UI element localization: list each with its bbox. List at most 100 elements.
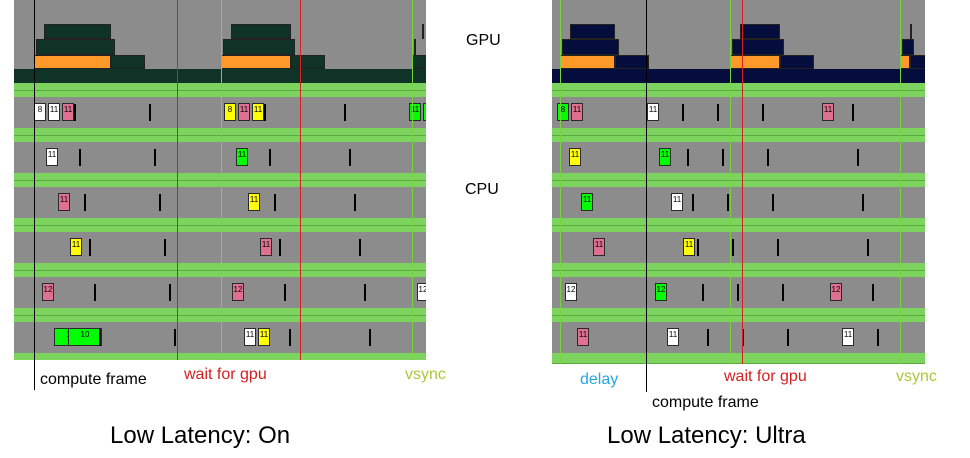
lane-separator-left-end xyxy=(14,353,426,360)
compute-frame-line-right-4 xyxy=(646,0,647,364)
gpu-frame-orange-right-0 xyxy=(560,55,615,69)
sync-tick-left-1-3 xyxy=(349,149,351,166)
cpu-task-block-left-2-1: 11 xyxy=(248,193,260,211)
cpu-task-block-left-5-1: 11 xyxy=(244,328,256,346)
vsync-line-right-1 xyxy=(730,0,731,364)
sync-tick-right-1-3 xyxy=(857,149,859,166)
gpu-queue-tail-right-2 xyxy=(910,55,925,69)
lane-separator-left-5 xyxy=(14,308,426,322)
gpu-queue-mid-left-2 xyxy=(414,39,416,55)
sync-tick-right-2-0 xyxy=(692,194,694,211)
gpu-frame-orange-right-2 xyxy=(900,55,910,69)
vsync-line-right-2 xyxy=(900,0,901,364)
cpu-task-block-right-1-0: 11 xyxy=(569,148,581,166)
compute-frame-marker-left xyxy=(34,360,35,390)
wait-for-gpu-line-left-4 xyxy=(300,0,301,360)
gpu-queue-top-left-0 xyxy=(44,24,111,39)
gpu-queue-top-left-1 xyxy=(231,24,291,39)
title-low-latency-ultra: Low Latency: Ultra xyxy=(607,422,806,449)
lane-separator-right-3 xyxy=(552,218,925,232)
sync-tick-left-0-2 xyxy=(264,104,266,121)
sync-tick-right-0-0 xyxy=(682,104,684,121)
lane-separator-left-3 xyxy=(14,218,426,232)
cpu-label: CPU xyxy=(465,181,499,198)
lane-separator-right-4 xyxy=(552,263,925,277)
sync-tick-left-0-0 xyxy=(74,104,76,121)
sync-tick-left-2-0 xyxy=(84,194,86,211)
sync-tick-left-0-3 xyxy=(344,104,346,121)
vsync-line-left-2 xyxy=(412,0,413,360)
wait-for-gpu-line-right-3 xyxy=(742,0,743,364)
cpu-task-block-left-5-4: 11 xyxy=(258,328,270,346)
sync-tick-right-3-2 xyxy=(777,239,779,256)
gpu-queue-tail-right-1 xyxy=(780,55,814,69)
sync-tick-right-4-3 xyxy=(872,284,874,301)
sync-tick-right-1-0 xyxy=(687,149,689,166)
sync-tick-left-5-2 xyxy=(289,329,291,346)
gpu-baseline-right xyxy=(552,69,925,83)
wait-for-gpu-line-left-3 xyxy=(177,0,178,360)
gpu-label: GPU xyxy=(466,32,501,49)
compute-frame-line-left-5 xyxy=(34,0,35,360)
gpu-queue-top-right-1 xyxy=(740,24,780,39)
gpu-queue-tail-left-2 xyxy=(412,55,426,69)
cpu-task-block-right-0-2: 11 xyxy=(822,103,834,121)
cpu-task-block-right-3-1: 11 xyxy=(683,238,695,256)
cpu-task-block-left-0-7: 11 xyxy=(252,103,264,121)
cpu-task-block-left-1-0: 11 xyxy=(46,148,58,166)
sync-tick-left-5-0 xyxy=(99,329,101,346)
sync-tick-left-5-3 xyxy=(369,329,371,346)
sync-tick-right-2-2 xyxy=(772,194,774,211)
cpu-task-block-right-4-2: 12 xyxy=(830,283,842,301)
cpu-task-block-left-0-6: 11 xyxy=(62,103,74,121)
sync-tick-left-3-2 xyxy=(279,239,281,256)
title-low-latency-on: Low Latency: On xyxy=(110,422,291,449)
cpu-task-block-right-0-0: 8 xyxy=(557,103,569,121)
lane-separator-left-0 xyxy=(14,83,426,97)
sync-tick-right-3-1 xyxy=(732,239,734,256)
wait-for-gpu-label-right: wait for gpu xyxy=(724,368,807,385)
gpu-queue-tail-right-0 xyxy=(615,55,649,69)
lane-separator-left-4 xyxy=(14,263,426,277)
cpu-task-block-left-0-4: 11 xyxy=(238,103,250,121)
gpu-frame-orange-right-1 xyxy=(730,55,780,69)
gpu-frame-orange-left-1 xyxy=(221,55,291,69)
gpu-baseline-left xyxy=(14,69,426,83)
cpu-task-block-right-4-0: 12 xyxy=(565,283,577,301)
vsync-line-left-1 xyxy=(221,0,222,360)
sync-tick-right-1-2 xyxy=(767,149,769,166)
cpu-task-block-left-5-3: 10 xyxy=(68,328,102,346)
gpu-queue-mid-left-1 xyxy=(223,39,295,55)
sync-tick-left-1-1 xyxy=(154,149,156,166)
timeline-panel-low-latency-on: 8811111181111111111111111111212121011101… xyxy=(14,0,426,360)
sync-tick-left-1-0 xyxy=(79,149,81,166)
cpu-task-block-left-4-2: 12 xyxy=(417,283,426,301)
sync-tick-right-5-1 xyxy=(742,329,744,346)
vsync-line-right-0 xyxy=(560,0,561,364)
sync-tick-right-5-3 xyxy=(877,329,879,346)
lane-separator-left-2 xyxy=(14,173,426,187)
cpu-task-block-right-5-1: 11 xyxy=(667,328,679,346)
lane-separator-right-end xyxy=(552,353,925,364)
cpu-task-block-left-3-1: 11 xyxy=(260,238,272,256)
sync-tick-right-0-2 xyxy=(762,104,764,121)
sync-tick-right-4-1 xyxy=(737,284,739,301)
cpu-task-block-left-0-1: 8 xyxy=(224,103,236,121)
gpu-queue-mid-right-0 xyxy=(562,39,619,55)
compute-frame-label-left: compute frame xyxy=(40,371,147,388)
gpu-queue-tail-left-1 xyxy=(291,55,325,69)
cpu-task-block-right-0-1: 11 xyxy=(647,103,659,121)
sync-tick-left-4-3 xyxy=(364,284,366,301)
vsync-label-left: vsync xyxy=(405,366,446,383)
sync-tick-right-4-0 xyxy=(702,284,704,301)
sync-tick-left-1-2 xyxy=(269,149,271,166)
compute-frame-marker-right xyxy=(646,364,647,392)
